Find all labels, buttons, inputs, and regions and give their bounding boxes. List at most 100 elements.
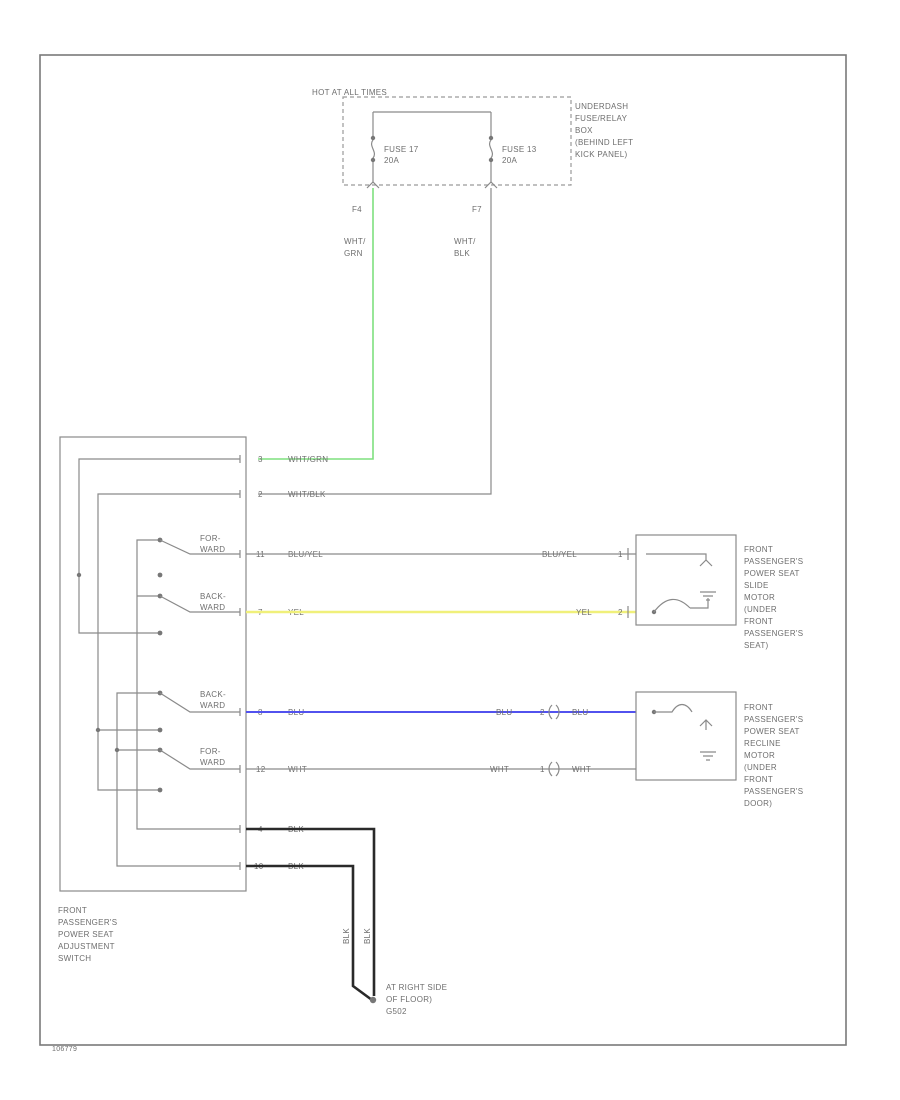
recline-motor-pin-bottom: 1 bbox=[540, 765, 545, 774]
switch-ground-a bbox=[136, 539, 240, 830]
fuse-13-connector bbox=[484, 181, 498, 189]
ground-wire-4 bbox=[246, 827, 376, 996]
slide-fwd-contact-2 bbox=[157, 572, 163, 578]
slide-motor-outline bbox=[635, 534, 737, 626]
recline-motor-label-6: (UNDER bbox=[744, 763, 777, 772]
recline-fwd-contact-2 bbox=[157, 787, 163, 793]
fuse-box-label-2: FUSE/RELAY bbox=[575, 114, 628, 123]
recline-motor-label-9: DOOR) bbox=[744, 799, 772, 808]
fuse-17-rating: 20A bbox=[384, 156, 399, 165]
ground-label-2: OF FLOOR) bbox=[386, 995, 432, 1004]
fuse-17-label: FUSE 17 bbox=[384, 145, 419, 154]
diagram-frame bbox=[39, 54, 847, 1046]
switch-label-5: SWITCH bbox=[58, 954, 91, 963]
recline-motor-label-5: MOTOR bbox=[744, 751, 775, 760]
recline-motor-label-3: POWER SEAT bbox=[744, 727, 800, 736]
switch-pin-2: 2 bbox=[258, 490, 263, 499]
slide-motor: BLU/YEL YEL 1 2 bbox=[542, 534, 737, 626]
slide-motor-label-4: SLIDE bbox=[744, 581, 769, 590]
recline-motor: BLU 2 BLU WHT 1 WHT bbox=[490, 691, 737, 781]
recline-back-label-2: WARD bbox=[200, 701, 225, 710]
fuse-box-label-3: BOX bbox=[575, 126, 593, 135]
recline-motor-winding bbox=[654, 703, 693, 713]
switch-wire-label-2: WHT/BLK bbox=[288, 490, 326, 499]
recline-back-blade bbox=[159, 692, 240, 713]
slide-motor-label-3: POWER SEAT bbox=[744, 569, 800, 578]
recline-motor-label-4: RECLINE bbox=[744, 739, 781, 748]
slide-motor-symbol-top bbox=[646, 553, 713, 567]
ground-label-3: G502 bbox=[386, 1007, 407, 1016]
slide-back-label-1: BACK- bbox=[200, 592, 226, 601]
switch-bus-black bbox=[97, 493, 240, 791]
slide-fwd-label-1: FOR- bbox=[200, 534, 221, 543]
fuse-13-label: FUSE 13 bbox=[502, 145, 537, 154]
slide-back-label-2: WARD bbox=[200, 603, 225, 612]
wht-blk-wire bbox=[258, 188, 492, 495]
slide-motor-wire-top: BLU/YEL bbox=[542, 550, 577, 559]
recline-fwd-label-2: WARD bbox=[200, 758, 225, 767]
fuse-box-outline bbox=[342, 96, 572, 186]
slide-motor-label-2: PASSENGER'S bbox=[744, 557, 803, 566]
switch-bus-green bbox=[78, 458, 240, 634]
fuse-13-rating: 20A bbox=[502, 156, 517, 165]
ground-g502: BLK BLK AT RIGHT SIDE OF FLOOR) G502 bbox=[246, 827, 447, 1016]
slide-back-contact-2 bbox=[157, 630, 163, 636]
recline-motor-label-7: FRONT bbox=[744, 775, 773, 784]
recline-motor-label-8: PASSENGER'S bbox=[744, 787, 803, 796]
switch-ground-b bbox=[116, 692, 240, 867]
fuse-box-label-4: (BEHIND LEFT bbox=[575, 138, 633, 147]
recline-motor-symbol bbox=[699, 719, 713, 730]
ground-point bbox=[369, 996, 377, 1004]
ground-wire-label-2: BLK bbox=[363, 928, 372, 944]
slide-fwd-label-2: WARD bbox=[200, 545, 225, 554]
fuse-relay-box: HOT AT ALL TIMES UNDERDASH FUSE/RELAY BO… bbox=[312, 88, 633, 214]
power-seat-adjustment-switch: 3 2 11 7 8 12 4 10 WHT/GRN WHT/BLK BLU/Y… bbox=[58, 436, 328, 963]
slide-motor-label-8: PASSENGER'S bbox=[744, 629, 803, 638]
wht-grn-wire bbox=[258, 188, 374, 460]
wht-grn-label-1: WHT/ bbox=[344, 237, 366, 246]
slide-motor-label-1: FRONT bbox=[744, 545, 773, 554]
recline-motor-wire-bottom-left: WHT bbox=[490, 765, 509, 774]
recline-motor-wire-bottom-right: WHT bbox=[572, 765, 591, 774]
ground-wire-10 bbox=[246, 864, 373, 1002]
slide-motor-label-7: FRONT bbox=[744, 617, 773, 626]
wht-grn-label-2: GRN bbox=[344, 249, 363, 258]
recline-fwd-label-1: FOR- bbox=[200, 747, 221, 756]
recline-motor-outline bbox=[635, 691, 737, 781]
fuse-pin-f7: F7 bbox=[472, 205, 482, 214]
recline-motor-wire-top-right: BLU bbox=[572, 708, 588, 717]
recline-motor-pin-top: 2 bbox=[540, 708, 545, 717]
fuse-17-body bbox=[370, 112, 376, 182]
ground-wire-label-1: BLK bbox=[342, 928, 351, 944]
fuse-17-top-dot bbox=[370, 135, 376, 141]
recline-fwd-blade bbox=[159, 749, 240, 770]
switch-ground-b-dot bbox=[114, 747, 120, 753]
recline-motor-wire-top-left: BLU bbox=[496, 708, 512, 717]
switch-outline bbox=[59, 436, 247, 892]
slide-motor-ground-symbol bbox=[700, 591, 716, 601]
slide-motor-label-9: SEAT) bbox=[744, 641, 769, 650]
slide-fwd-blade bbox=[159, 539, 240, 555]
fuse-box-label-5: KICK PANEL) bbox=[575, 150, 628, 159]
wht-blk-label-2: BLK bbox=[454, 249, 470, 258]
diagram-code: 106779 bbox=[52, 1046, 77, 1053]
switch-label-4: ADJUSTMENT bbox=[58, 942, 115, 951]
fuse-17-bottom-dot bbox=[370, 157, 376, 163]
switch-wire-label-1: WHT/GRN bbox=[288, 455, 328, 464]
switch-pin-3: 3 bbox=[258, 455, 263, 464]
slide-motor-pin-top: 1 bbox=[618, 550, 623, 559]
slide-back-blade bbox=[159, 595, 240, 613]
fuse-13-bottom-dot bbox=[488, 157, 494, 163]
slide-motor-wire-bottom: YEL bbox=[576, 608, 592, 617]
recline-motor-label-1: FRONT bbox=[744, 703, 773, 712]
slide-motor-winding bbox=[653, 598, 709, 613]
fuse-pin-f4: F4 bbox=[352, 205, 362, 214]
recline-motor-ground-symbol bbox=[700, 751, 716, 761]
ground-label-1: AT RIGHT SIDE bbox=[386, 983, 447, 992]
switch-bus-green-dot bbox=[76, 572, 82, 578]
wht-blk-label-1: WHT/ bbox=[454, 237, 476, 246]
fuse-box-header: HOT AT ALL TIMES bbox=[312, 88, 387, 97]
fuse-13-body bbox=[488, 112, 494, 182]
slide-motor-pin-bottom: 2 bbox=[618, 608, 623, 617]
